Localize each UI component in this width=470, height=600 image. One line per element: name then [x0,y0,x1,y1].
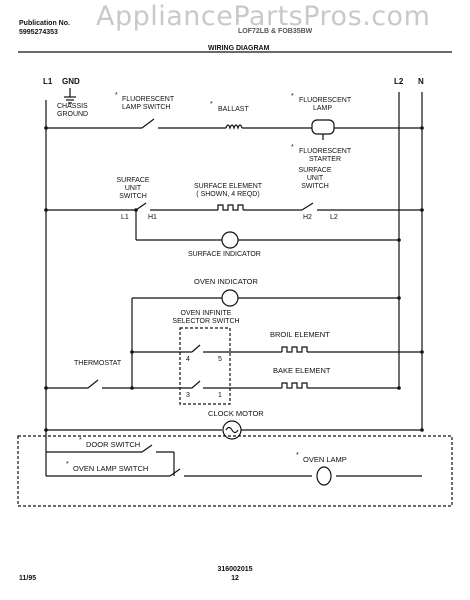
oven-selector-switch-label-1: OVEN INFINITE [180,310,232,317]
oven-selector-switch-label-2: SELECTOR SWITCH [172,318,240,325]
optional-mark: * [115,92,118,99]
terminal-label-l2: L2 [330,214,338,221]
watermark: AppliancePartsPros.com [96,1,431,32]
surface-unit-switch-right-label-2: UNIT [306,175,324,182]
surface-unit-switch-left-label-1: SURFACE [116,177,150,184]
publication-label: Publication No. [19,20,70,27]
surface-element-label-2: ( SHOWN, 4 REQD) [196,191,260,198]
terminal-label-h1: H1 [148,214,157,221]
terminal-label-h2: H2 [303,214,312,221]
footer-date: 11/95 [19,575,37,582]
optional-mark: * [79,437,82,444]
thermostat-label: THERMOSTAT [74,360,122,367]
oven-lamp-label: OVEN LAMP [303,455,347,464]
selector-terminal-4: 4 [186,356,190,363]
fluorescent-starter-label-2: STARTER [309,156,342,163]
bake-element-label: BAKE ELEMENT [273,366,331,375]
optional-mark: * [66,461,69,468]
broil-element-label: BROIL ELEMENT [270,330,330,339]
surface-unit-switch-right-label-1: SURFACE [298,167,332,174]
selector-terminal-3: 3 [186,392,190,399]
surface-unit-switch-left-label-2: UNIT [124,185,142,192]
fluorescent-starter-label-1: FLUORESCENT [299,148,352,155]
chassis-ground-label-1: CHASSIS [57,103,88,110]
door-switch-label: DOOR SWITCH [86,440,141,449]
publication-number: 5995274353 [19,29,58,36]
optional-mark: * [291,144,294,151]
selector-terminal-1: 1 [218,392,222,399]
optional-mark: * [210,101,213,108]
terminal-n: N [418,77,424,86]
fluorescent-lamp-switch-label-2: LAMP SWITCH [122,104,171,111]
ballast-label: BALLAST [218,106,249,113]
fluorescent-lamp-label-2: LAMP [313,105,333,112]
fluorescent-lamp-label-1: FLUORESCENT [299,97,352,104]
optional-mark: * [296,452,299,459]
selector-terminal-5: 5 [218,356,222,363]
footer-part-number: 316002015 [217,566,253,573]
surface-indicator-label: SURFACE INDICATOR [188,251,261,258]
surface-unit-switch-left-label-3: SWITCH [119,193,147,200]
terminal-l1: L1 [43,77,53,86]
footer-page-number: 12 [231,575,239,582]
surface-element-label-1: SURFACE ELEMENT [193,183,263,190]
chassis-ground-label-2: GROUND [57,111,89,118]
page-title: WIRING DIAGRAM [208,45,270,52]
clock-motor-label: CLOCK MOTOR [208,409,264,418]
optional-mark: * [291,93,294,100]
fluorescent-lamp-switch-label-1: FLUORESCENT [122,96,175,103]
oven-lamp-switch-label: OVEN LAMP SWITCH [73,464,149,473]
surface-unit-switch-right-label-3: SWITCH [301,183,329,190]
terminal-gnd: GND [62,77,80,86]
oven-indicator-label: OVEN INDICATOR [194,277,258,286]
model-text: LOF72LB & FOB35BW [238,28,313,35]
terminal-l2: L2 [394,77,404,86]
terminal-label-l1: L1 [121,214,129,221]
